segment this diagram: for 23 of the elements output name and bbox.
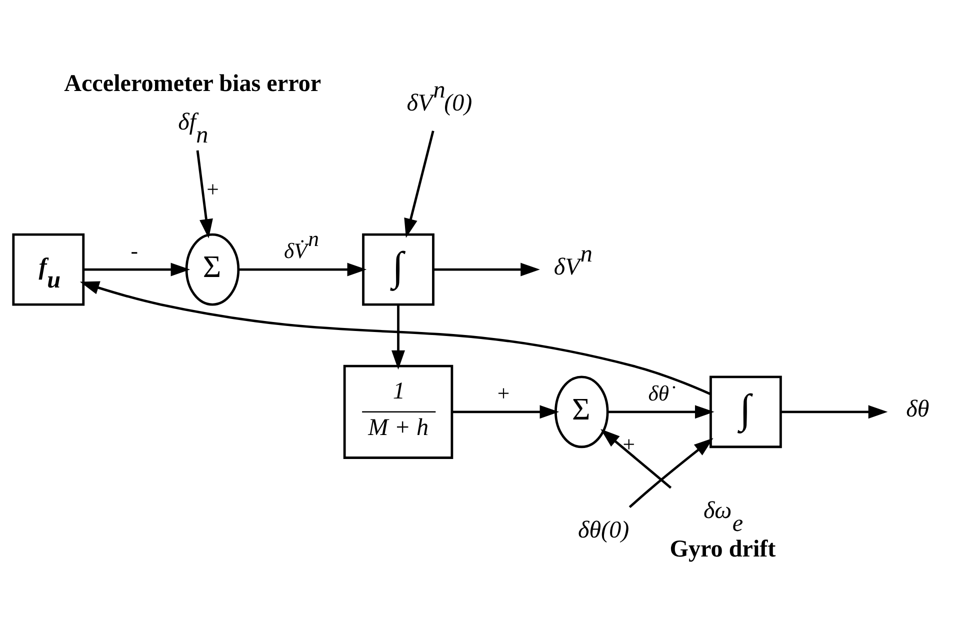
arrow <box>452 405 560 419</box>
edge-label: + <box>621 432 636 457</box>
arrow <box>238 262 367 276</box>
node-box: ∫ <box>362 233 434 306</box>
arrow <box>391 304 406 370</box>
arrow <box>434 262 540 276</box>
arrow <box>600 428 672 489</box>
edge-label: + <box>496 381 511 406</box>
node-ellipse: Σ <box>554 376 609 448</box>
arrow <box>84 262 190 276</box>
edge-label: - <box>130 238 138 263</box>
node-text: δθ <box>906 396 930 423</box>
edge-label: + <box>205 177 220 202</box>
arrow <box>404 130 434 238</box>
arrow <box>608 405 714 419</box>
node-box: 1 M + h <box>343 364 454 459</box>
node-ellipse: Σ <box>185 233 240 306</box>
arrow <box>196 150 213 238</box>
arrow <box>80 281 712 396</box>
arrow <box>628 438 714 508</box>
node-box: ∫ <box>710 376 782 448</box>
arrow <box>780 405 888 419</box>
node-text: δθ(0) <box>578 517 630 544</box>
